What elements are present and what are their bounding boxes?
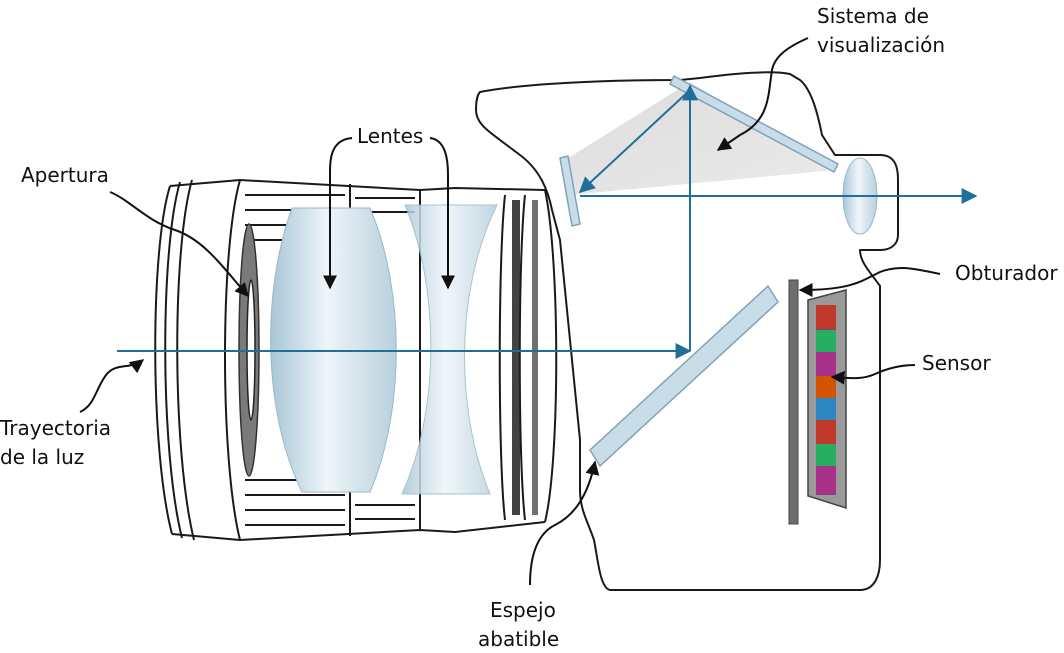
camera-body	[475, 71, 899, 591]
shutter-leader	[798, 266, 941, 297]
lens-barrel	[154, 179, 558, 541]
light-rays	[117, 84, 978, 359]
concave-lens	[401, 204, 498, 495]
top-mirror-ray	[578, 89, 691, 194]
light-path-label-line1: Trayectoria	[0, 416, 111, 440]
lenses-leader-right	[429, 137, 455, 290]
flip-mirror	[589, 284, 779, 468]
sensor-leader	[830, 364, 916, 385]
flip-mirror-label-line2: abatible	[478, 627, 559, 651]
light-path-label-line2: de la luz	[0, 445, 84, 469]
aperture-leader	[109, 191, 249, 298]
viewing-system-label-line1: Sistema de	[817, 4, 929, 28]
viewfinder-left-mirror	[559, 155, 581, 227]
shutter	[788, 279, 799, 525]
light-path-leader	[79, 359, 145, 413]
lenses-label: Lentes	[357, 124, 423, 148]
flip-mirror-leader	[529, 460, 600, 586]
viewing-system-leader	[716, 37, 809, 151]
viewing-system-label-line2: visualización	[817, 33, 945, 57]
shutter-label: Obturador	[955, 261, 1058, 285]
viewfinder-prism-region	[565, 82, 835, 195]
aperture-label: Apertura	[21, 163, 109, 187]
flip-mirror-label-line1: Espejo	[490, 598, 556, 622]
sensor-label: Sensor	[922, 351, 991, 375]
leader-lines	[79, 37, 941, 586]
lenses-leader-left	[323, 137, 353, 290]
sensor	[807, 289, 847, 510]
